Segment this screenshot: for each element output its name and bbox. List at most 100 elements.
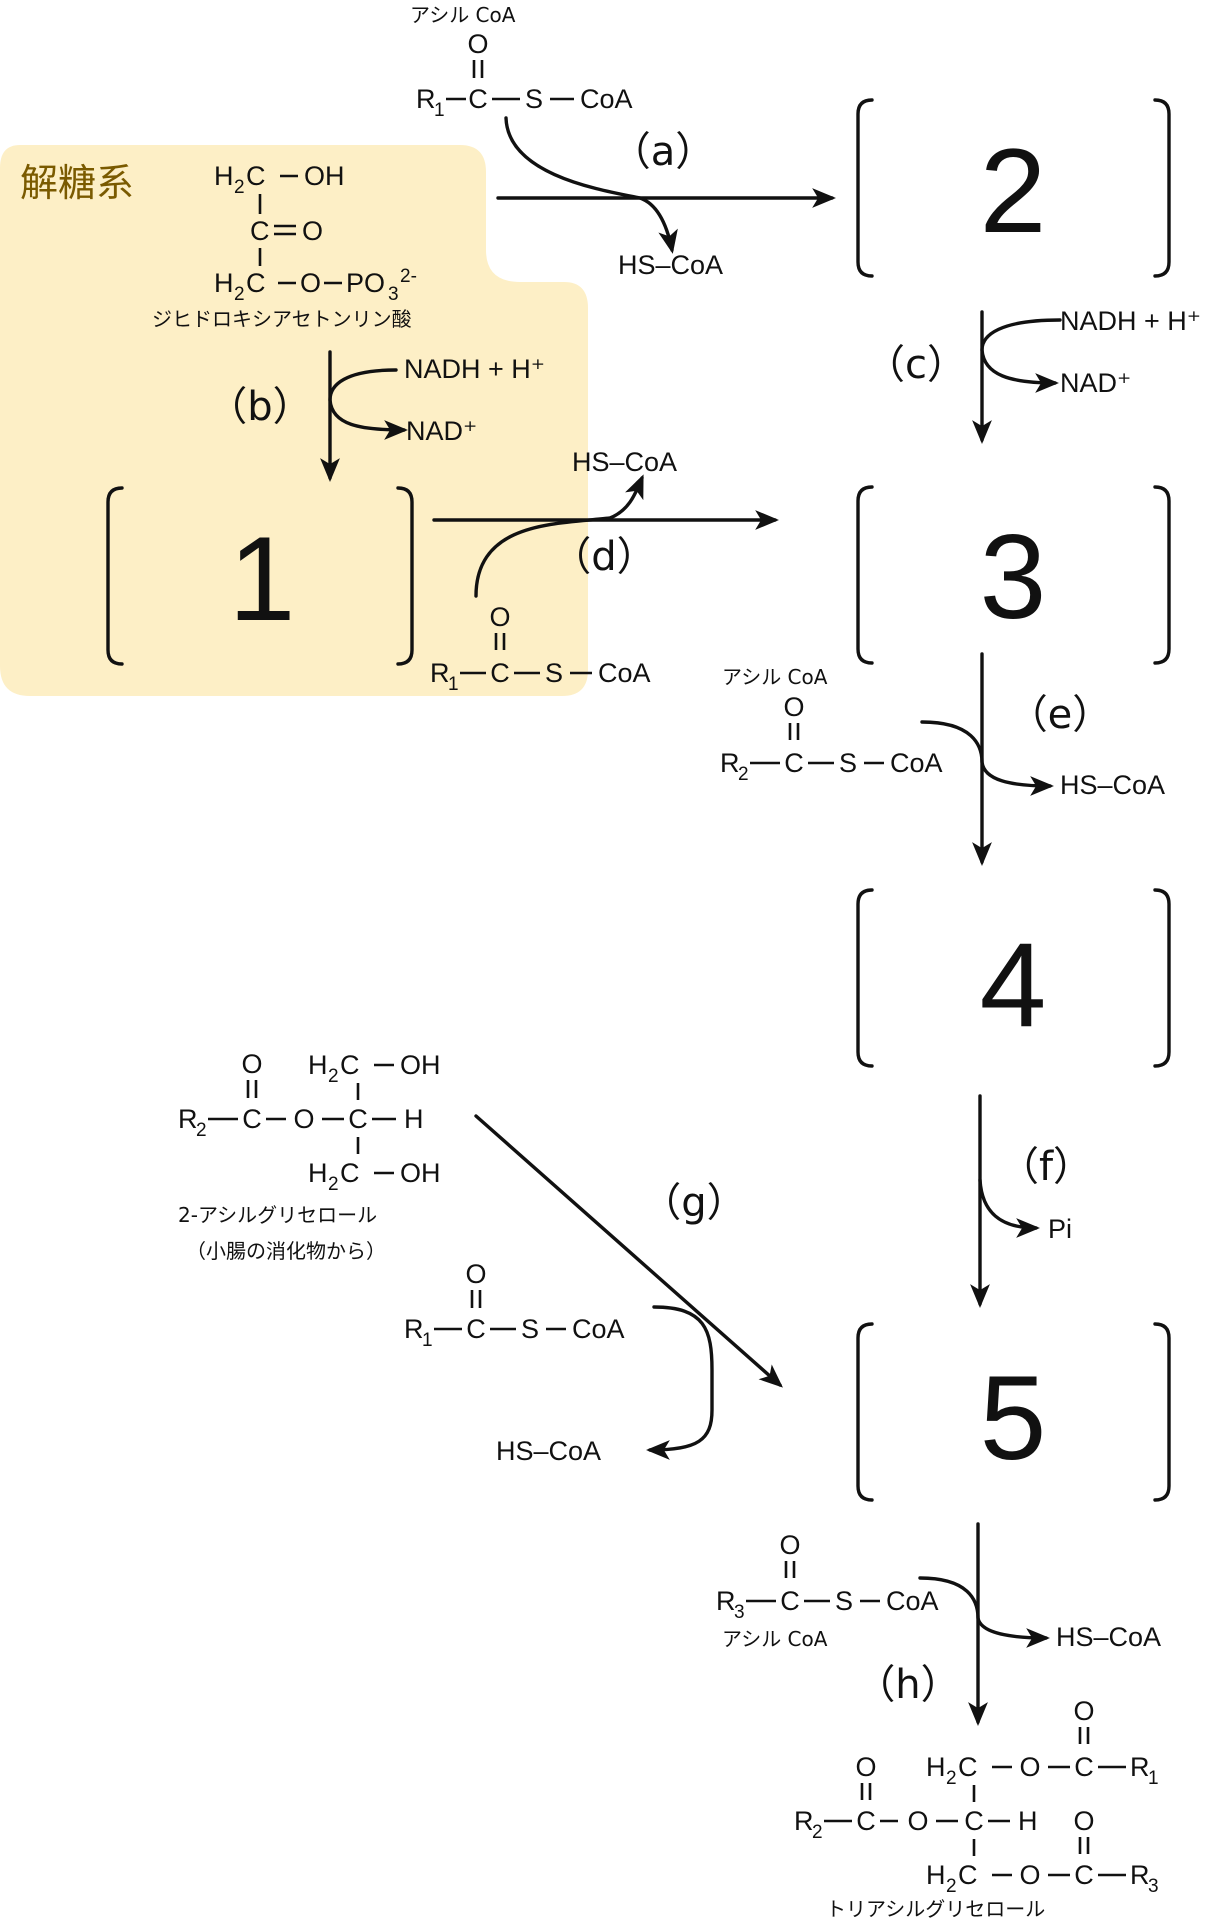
svg-text:OH: OH (400, 1050, 441, 1080)
intermediate-3: 3 (856, 485, 1171, 665)
svg-text:C: C (1074, 1860, 1094, 1890)
svg-text:H: H (308, 1158, 328, 1188)
svg-text:H: H (404, 1104, 424, 1134)
svg-text:R: R (416, 84, 436, 114)
pi-f: Pi (1048, 1214, 1072, 1244)
svg-text:R: R (1130, 1860, 1150, 1890)
svg-text:O: O (855, 1752, 876, 1782)
svg-text:O: O (489, 602, 510, 632)
intermediate-5: 5 (856, 1322, 1171, 1502)
step-g-branch (646, 1305, 714, 1460)
svg-text:1: 1 (434, 100, 445, 121)
svg-text:S: S (835, 1586, 853, 1616)
svg-text:2: 2 (738, 764, 749, 785)
svg-text:O: O (465, 1259, 486, 1289)
acyl-coa-label-h: アシル CoA (722, 1627, 828, 1651)
acyl-coa-structure-d: O R 1 C S CoA (430, 602, 651, 695)
svg-text:O: O (779, 1530, 800, 1560)
step-c-branch (980, 318, 1062, 393)
svg-text:3: 3 (388, 284, 399, 305)
hs-coa-a: HS–CoA (618, 250, 723, 280)
hs-coa-h: HS–CoA (1056, 1622, 1161, 1652)
svg-text:CoA: CoA (886, 1586, 939, 1616)
svg-text:S: S (521, 1314, 539, 1344)
svg-text:H: H (926, 1860, 946, 1890)
svg-text:1: 1 (422, 1330, 433, 1351)
svg-text:CoA: CoA (572, 1314, 625, 1344)
step-c-label: （c） (865, 342, 967, 388)
acyl-coa-structure-e: O R 2 C S CoA (720, 692, 943, 785)
step-h-branch (918, 1576, 1050, 1648)
intermediate-5-number: 5 (980, 1351, 1047, 1485)
svg-text:3: 3 (1148, 1876, 1159, 1897)
svg-text:3: 3 (734, 1602, 745, 1623)
svg-text:2: 2 (234, 284, 245, 305)
acyl-coa-label-a: アシル CoA (410, 3, 516, 27)
tag-structure: O H 2 C O C R 1 O R 2 C O C H O H 2 C O … (794, 1696, 1159, 1897)
step-a-branch (504, 116, 678, 254)
svg-text:C: C (958, 1860, 978, 1890)
hs-coa-e: HS–CoA (1060, 770, 1165, 800)
svg-text:C: C (964, 1806, 984, 1836)
svg-text:2-: 2- (400, 266, 417, 287)
acyl-coa-label-e: アシル CoA (722, 665, 828, 689)
svg-text:C: C (856, 1806, 876, 1836)
svg-text:2: 2 (328, 1066, 339, 1087)
nadh-c: NADH + H⁺ (1060, 306, 1201, 336)
svg-text:O: O (302, 216, 323, 246)
step-g-arrow (474, 1114, 783, 1388)
svg-text:O: O (300, 268, 321, 298)
step-e-label: （e） (1008, 692, 1113, 738)
dhap-structure: H 2 C OH C O H 2 C O PO 3 2- (214, 161, 417, 305)
svg-text:R: R (794, 1806, 814, 1836)
intermediate-4-number: 4 (980, 918, 1047, 1052)
mag-structure: O R 2 C O C H H 2 C OH H 2 C OH (178, 1049, 441, 1195)
svg-text:S: S (839, 748, 857, 778)
acyl-coa-structure-g: O R 1 C S CoA (404, 1259, 625, 1351)
svg-text:O: O (1019, 1752, 1040, 1782)
svg-text:O: O (1019, 1860, 1040, 1890)
svg-text:1: 1 (1148, 1768, 1159, 1789)
svg-text:OH: OH (304, 161, 345, 191)
nad-b: NAD⁺ (406, 416, 477, 446)
svg-text:C: C (340, 1050, 360, 1080)
mag-source: （小腸の消化物から） (186, 1239, 386, 1263)
svg-text:O: O (1073, 1696, 1094, 1726)
step-b-label: （b） (207, 384, 312, 430)
hs-coa-g: HS–CoA (496, 1436, 601, 1466)
svg-text:C: C (246, 268, 266, 298)
step-a-label: （a） (611, 129, 716, 175)
svg-text:C: C (490, 658, 510, 688)
svg-text:2: 2 (946, 1876, 957, 1897)
svg-text:2: 2 (234, 177, 245, 198)
svg-text:2: 2 (946, 1768, 957, 1789)
svg-text:H: H (214, 268, 234, 298)
svg-text:C: C (958, 1752, 978, 1782)
svg-text:H: H (308, 1050, 328, 1080)
step-f-label: （f） (999, 1144, 1093, 1190)
glycolysis-label: 解糖系 (20, 161, 134, 205)
svg-text:O: O (1073, 1806, 1094, 1836)
step-h-label: （h） (855, 1662, 960, 1708)
svg-text:R: R (178, 1104, 198, 1134)
svg-text:C: C (348, 1104, 368, 1134)
intermediate-3-number: 3 (980, 510, 1047, 644)
svg-text:C: C (780, 1586, 800, 1616)
svg-text:R: R (404, 1314, 424, 1344)
step-g-label: （g） (641, 1180, 746, 1226)
step-b-branch (328, 368, 408, 440)
step-f-branch (978, 1178, 1040, 1238)
svg-text:2: 2 (812, 1822, 823, 1843)
svg-text:2: 2 (196, 1120, 207, 1141)
svg-text:R: R (716, 1586, 736, 1616)
intermediate-4: 4 (856, 888, 1171, 1068)
svg-text:CoA: CoA (580, 84, 633, 114)
svg-text:S: S (525, 84, 543, 114)
svg-text:S: S (545, 658, 563, 688)
svg-text:C: C (246, 161, 266, 191)
hs-coa-d: HS–CoA (572, 447, 677, 477)
step-e-branch (920, 720, 1054, 796)
intermediate-1-number: 1 (229, 512, 296, 646)
svg-text:C: C (784, 748, 804, 778)
svg-text:C: C (250, 216, 270, 246)
